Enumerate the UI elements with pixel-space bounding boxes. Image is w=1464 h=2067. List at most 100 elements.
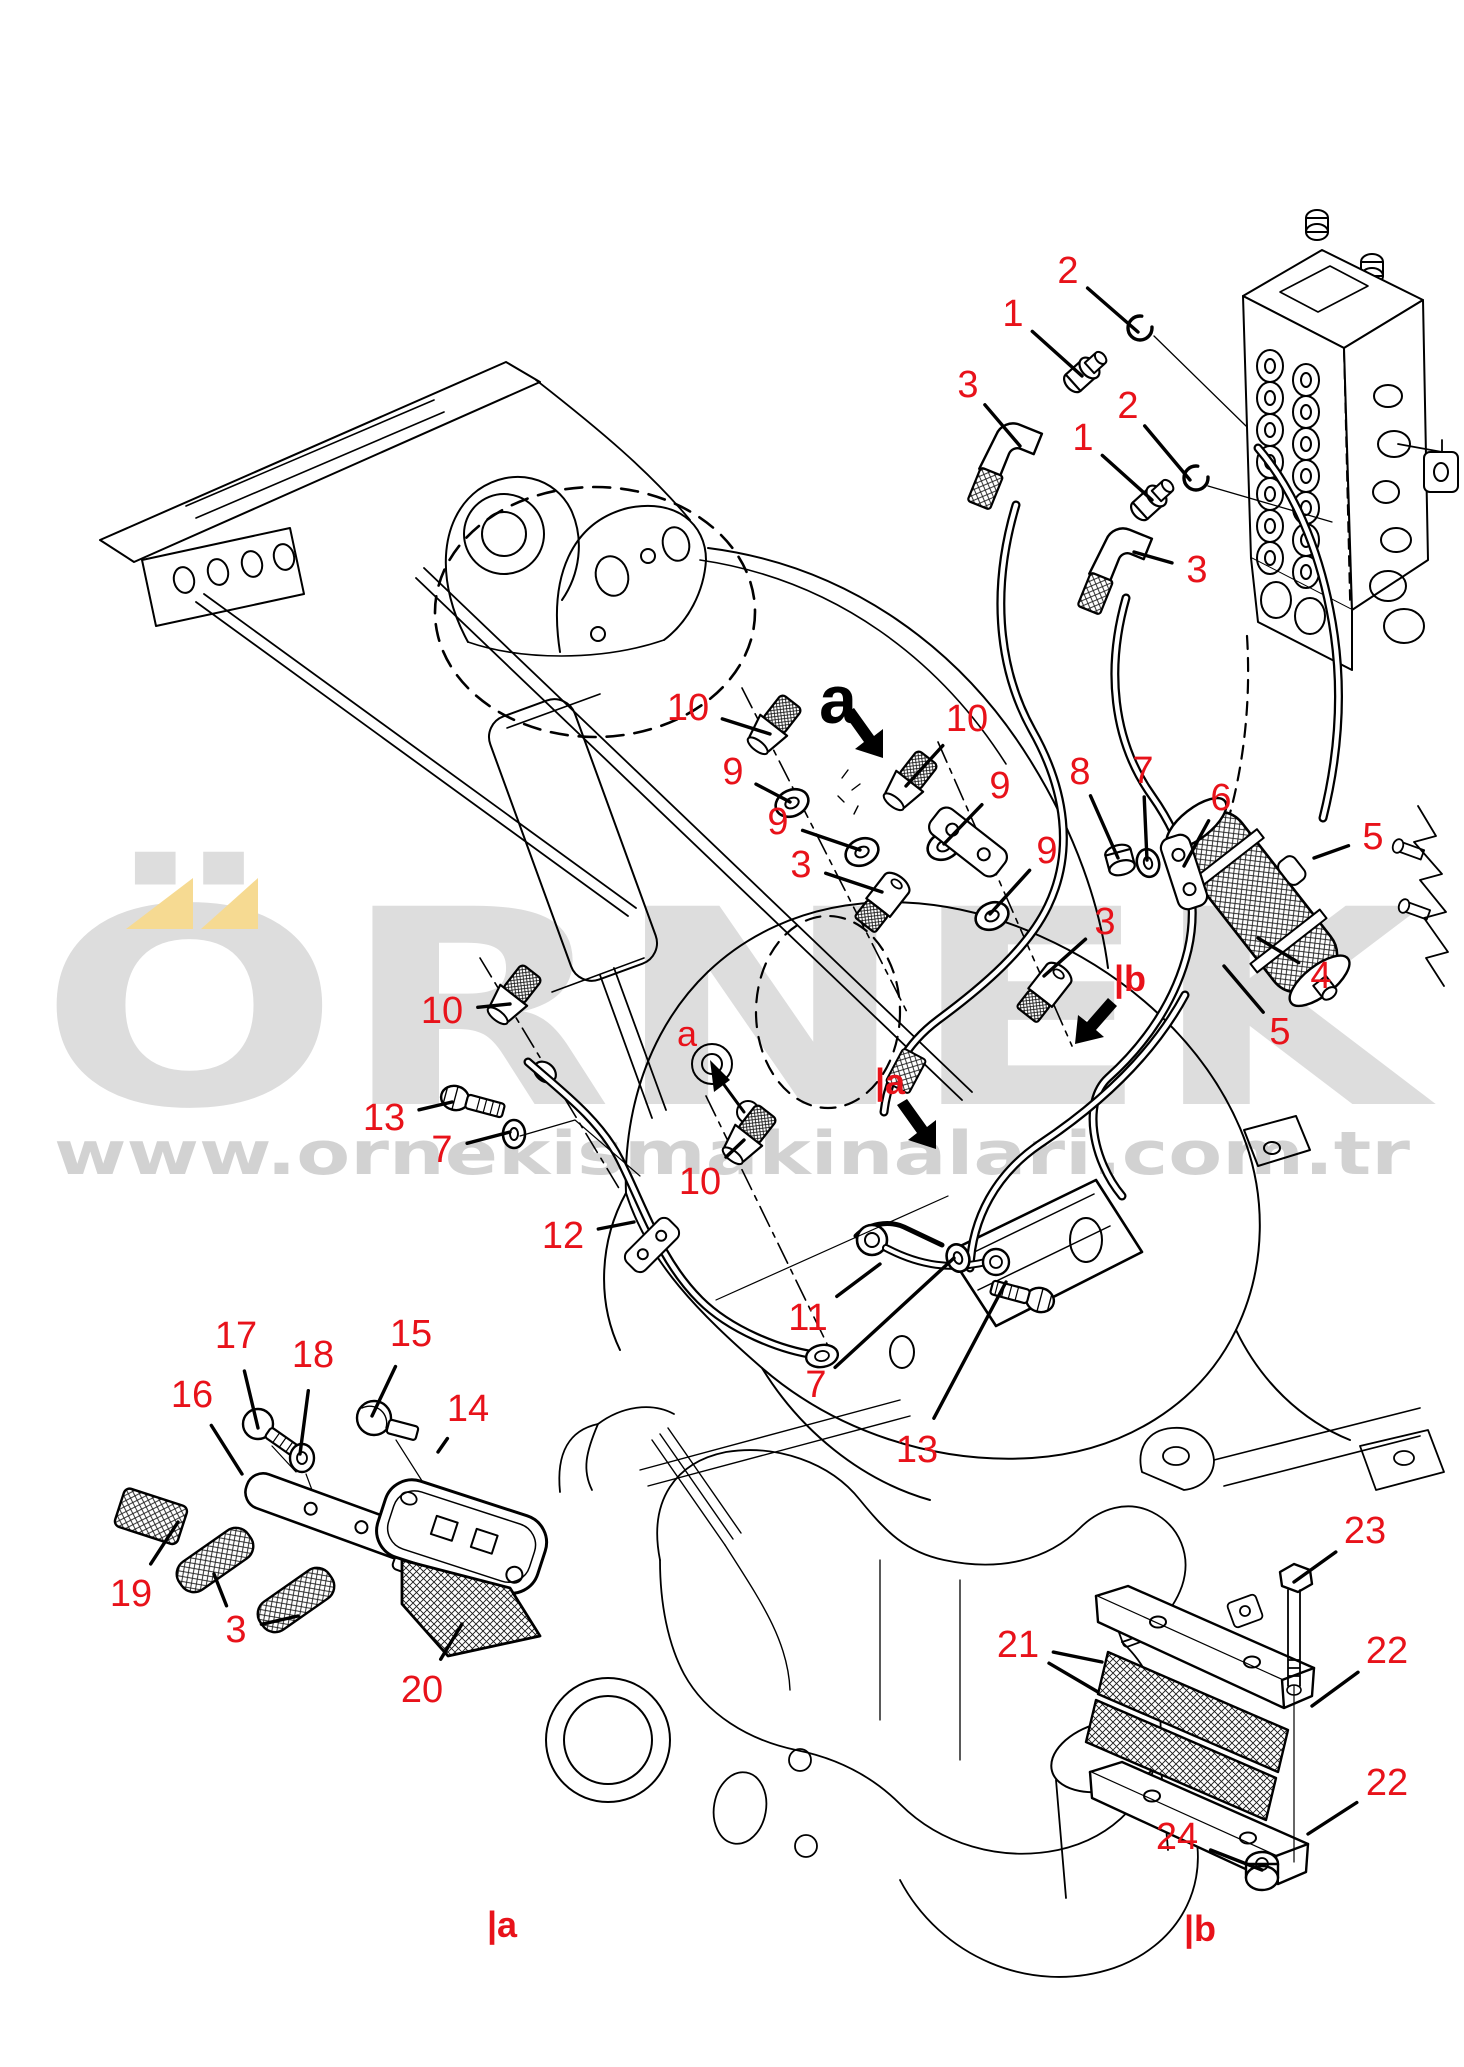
leader-line	[465, 1130, 512, 1146]
callout-4: 4	[1310, 955, 1332, 997]
callout-3: 3	[225, 1609, 247, 1651]
torn-edge	[1413, 805, 1449, 987]
leader-line	[1208, 1848, 1264, 1872]
callout-22: 22	[1365, 1762, 1409, 1804]
callout-3: 3	[790, 844, 812, 886]
leader-line	[1310, 1670, 1360, 1708]
callout-24: 24	[1155, 1816, 1199, 1858]
leader-line	[370, 1364, 398, 1418]
leader-line	[942, 803, 984, 846]
hose-elbow-fittings	[967, 314, 1333, 615]
leader-line	[833, 1256, 956, 1370]
arrow-detail-a-icon	[710, 1060, 730, 1092]
leader-line	[1222, 964, 1265, 1014]
callout-5: 5	[1362, 816, 1384, 858]
callout-7: 7	[1132, 750, 1154, 792]
boom-head	[444, 476, 1109, 969]
callout-15: 15	[389, 1313, 433, 1355]
leader-lines	[148, 286, 1360, 1872]
callout-9: 9	[722, 751, 744, 793]
callout-2: 2	[1057, 250, 1079, 292]
leader-line	[212, 1572, 229, 1608]
callout-16: 16	[170, 1374, 214, 1416]
leader-line	[1100, 453, 1154, 502]
callout-10: 10	[678, 1161, 722, 1203]
leader-line	[1182, 819, 1211, 868]
callout-9: 9	[1036, 830, 1058, 872]
leader-line	[298, 1388, 310, 1456]
callout-3: 3	[1186, 549, 1208, 591]
callout-a: a	[676, 1013, 698, 1054]
leader-line	[1047, 1661, 1100, 1694]
callout-18: 18	[291, 1334, 335, 1376]
callout-3: 3	[1094, 901, 1116, 943]
callout-10: 10	[420, 990, 464, 1032]
leader-line	[436, 1436, 450, 1454]
leader-line	[417, 1100, 454, 1112]
callout-22: 22	[1365, 1630, 1409, 1672]
leader-line	[1132, 550, 1174, 565]
leader-line	[1030, 329, 1084, 378]
clamp-assembly	[1084, 1562, 1316, 1892]
callout-10: 10	[945, 698, 989, 740]
callout-5: 5	[1269, 1011, 1291, 1053]
callout-9: 9	[767, 801, 789, 843]
leader-line	[476, 1002, 512, 1009]
leader-line	[824, 871, 884, 894]
leader-line	[720, 717, 772, 736]
callout-7: 7	[805, 1364, 827, 1406]
control-valve-block	[1242, 209, 1459, 671]
callout-2: 2	[1117, 385, 1139, 427]
leader-line	[1085, 286, 1140, 334]
callout-3: 3	[957, 364, 979, 406]
arrow-a-icon	[844, 708, 883, 758]
leader-line	[983, 403, 1022, 448]
hydraulic-cylinder	[488, 693, 667, 1119]
callout-13: 13	[362, 1097, 406, 1139]
fittings-cluster	[740, 690, 1077, 1026]
leader-line	[209, 1423, 244, 1476]
leader-line	[800, 828, 862, 852]
view-arrows	[710, 708, 1117, 1149]
callout-a: a	[819, 662, 857, 738]
callout-20: 20	[400, 1669, 444, 1711]
leader-line	[1142, 795, 1149, 862]
callout-19: 19	[109, 1573, 153, 1615]
arrow-section-a-icon	[897, 1099, 936, 1149]
callout-1: 1	[1002, 293, 1024, 335]
callout-section-a: |a	[874, 1061, 906, 1102]
leader-line	[835, 1262, 882, 1299]
leader-line	[148, 1520, 180, 1566]
hydraulic-hoses	[879, 443, 1343, 1273]
leader-line	[242, 1369, 260, 1430]
callout-11: 11	[788, 1297, 828, 1339]
pad-assembly	[113, 1399, 549, 1658]
leader-line	[754, 782, 792, 804]
grease-pipe-12	[437, 960, 840, 1369]
leader-line	[1042, 937, 1088, 978]
hose-11	[715, 1195, 1058, 1317]
callout-8: 8	[1069, 751, 1091, 793]
callout-section-b: |b	[1113, 958, 1147, 999]
callout-23: 23	[1343, 1510, 1387, 1552]
leader-line	[1312, 844, 1351, 860]
callout-section-b: |b	[1183, 1908, 1217, 1949]
accent-triangles-icon	[126, 878, 258, 929]
callout-6: 6	[1210, 777, 1232, 819]
accumulator	[1104, 796, 1449, 1008]
leader-line	[904, 743, 945, 788]
callout-12: 12	[541, 1215, 585, 1257]
leader-line	[259, 1614, 300, 1627]
accumulator-nut	[1104, 843, 1136, 877]
leader-line	[988, 868, 1032, 916]
callout-10: 10	[666, 687, 710, 729]
callout-7: 7	[431, 1129, 453, 1171]
callout-14: 14	[446, 1388, 490, 1430]
callout-9: 9	[989, 765, 1011, 807]
callout-13: 13	[895, 1429, 939, 1471]
callout-21: 21	[996, 1624, 1040, 1666]
callout-17: 17	[214, 1315, 258, 1357]
leader-line	[1256, 936, 1301, 965]
